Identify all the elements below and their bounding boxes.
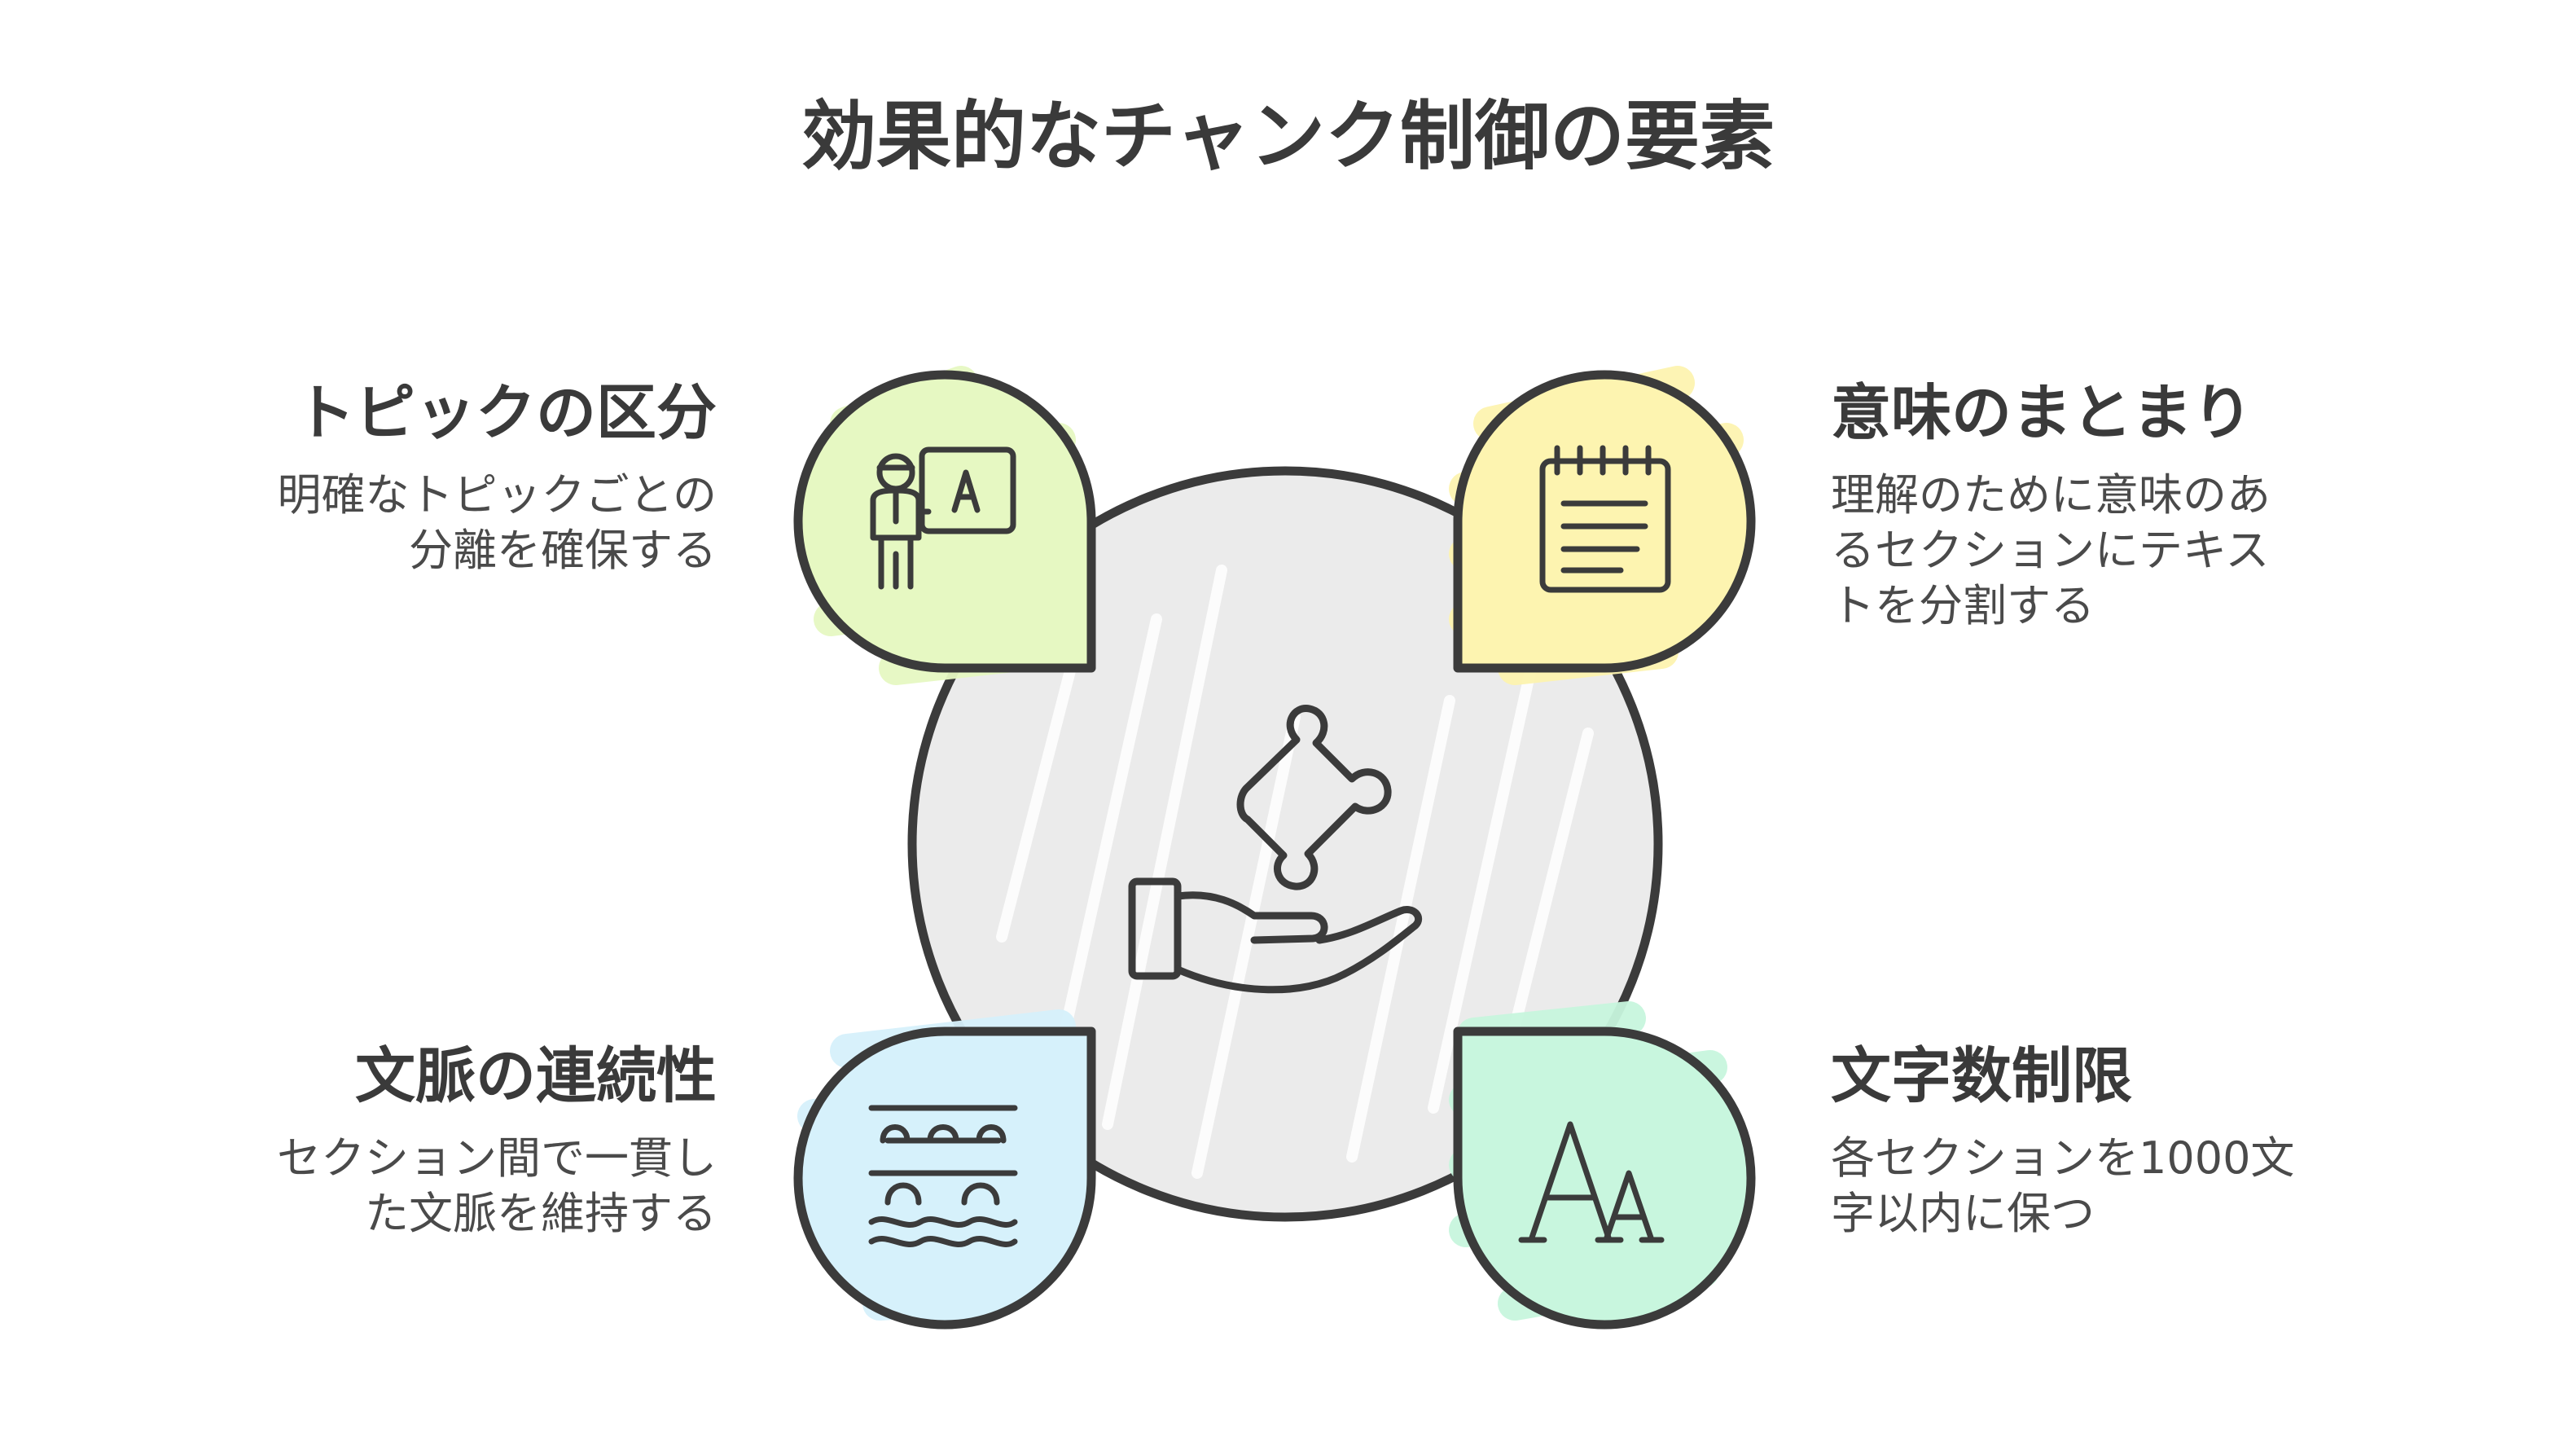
meaning-description: 理解のために意味のあ るセクションにテキス トを分割する: [1831, 469, 2271, 631]
chars-block: 文字数制限 各セクションを1000文 字以内に保つ: [1831, 1040, 2352, 1242]
topic-block: トピックの区分 明確なトピックごとの 分離を確保する: [195, 376, 717, 578]
meaning-node: [1449, 366, 1756, 685]
notepad-icon: [1539, 445, 1671, 593]
letters-aa-icon: [1518, 1121, 1665, 1243]
meaning-block: 意味のまとまり 理解のために意味のあ るセクションにテキス トを分割する: [1831, 376, 2352, 634]
chars-description: 各セクションを1000文 字以内に保つ: [1831, 1132, 2295, 1239]
context-block: 文脈の連続性 セクション間で一貫し た文脈を維持する: [195, 1040, 717, 1242]
context-description: セクション間で一貫し た文脈を維持する: [277, 1132, 717, 1239]
context-heading: 文脈の連続性: [355, 1041, 717, 1111]
hand-puzzle-icon: [1128, 705, 1423, 994]
topic-node: [793, 366, 1096, 685]
teacher-board-icon: [870, 446, 1016, 590]
context-node: [793, 1009, 1096, 1330]
bridge-icon: [868, 1105, 1018, 1247]
topic-description: 明確なトピックごとの 分離を確保する: [277, 469, 717, 576]
chars-node: [1449, 1001, 1756, 1330]
meaning-heading: 意味のまとまり: [1831, 378, 2253, 448]
topic-heading: トピックの区分: [295, 378, 717, 448]
page-title: 効果的なチャンク制御の要素: [801, 93, 1775, 180]
chars-heading: 文字数制限: [1831, 1041, 2132, 1111]
